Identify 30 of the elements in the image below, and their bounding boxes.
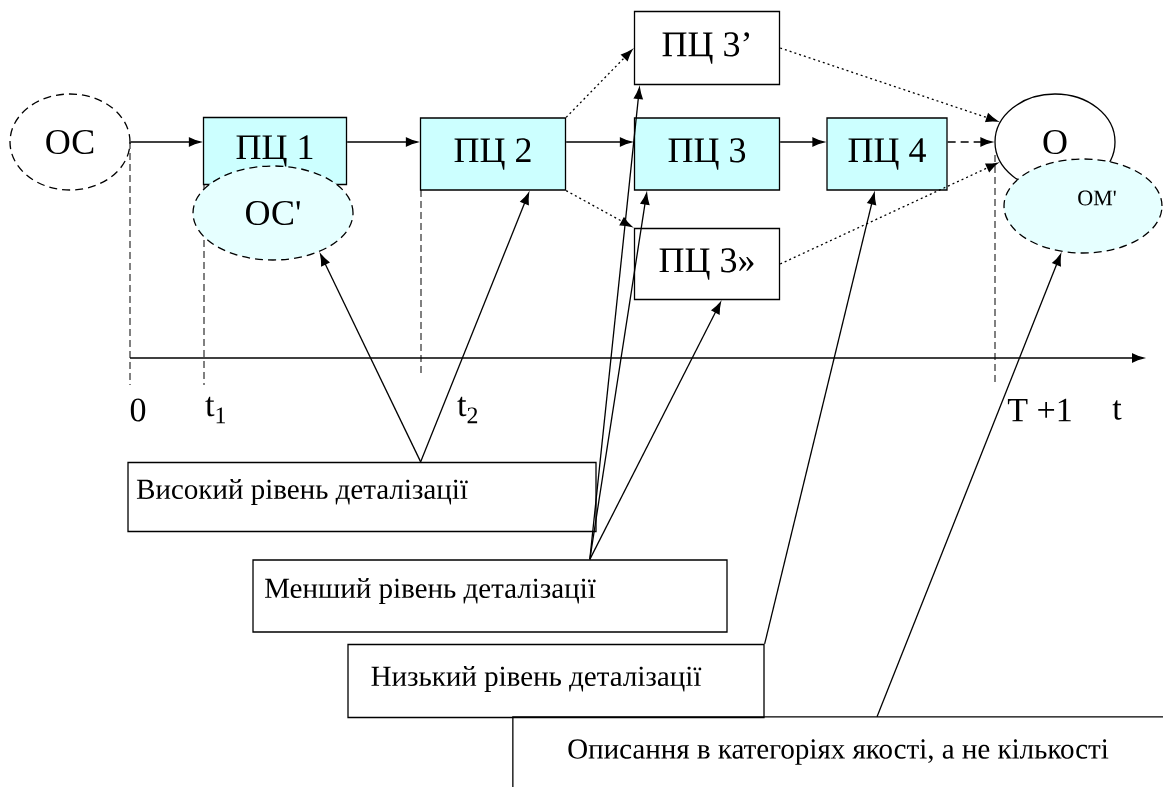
process-box: Менший рівень деталізації <box>252 559 728 633</box>
process-box: ПЦ 4 <box>826 117 948 191</box>
arrow <box>779 47 998 122</box>
arrow <box>779 162 998 265</box>
arrow <box>565 49 633 118</box>
process-box: ПЦ 3 <box>633 117 781 191</box>
leader-arrow <box>589 87 643 560</box>
leader-arrow <box>589 302 721 560</box>
arrow <box>779 137 825 147</box>
axis-label: t$_{1}$ <box>205 396 225 424</box>
process-box: Низький рівень деталізації <box>347 643 765 719</box>
process-box: Високий рівень деталізації <box>127 461 597 533</box>
leader-arrow <box>589 192 650 560</box>
leader-arrow <box>764 192 877 645</box>
text-box: Описання в категоріях якості, а не кількості <box>512 716 1163 787</box>
arrow <box>130 137 201 147</box>
axis-label: t <box>1112 400 1122 420</box>
arrow <box>346 137 418 147</box>
leader-arrow <box>420 192 530 463</box>
axis-label: T +1 <box>1007 398 1071 422</box>
axis-label: t$_{2}$ <box>457 396 478 424</box>
process-box: ПЦ 3’ <box>633 10 781 86</box>
arrow <box>565 190 633 228</box>
axis-label: 0 <box>130 398 146 422</box>
process-box: ПЦ 2 <box>419 117 567 191</box>
arrow <box>947 137 993 147</box>
process-box: ПЦ 3» <box>633 227 781 301</box>
leader-arrow <box>876 253 1062 718</box>
arrow <box>565 137 632 147</box>
leader-arrow <box>320 253 422 463</box>
